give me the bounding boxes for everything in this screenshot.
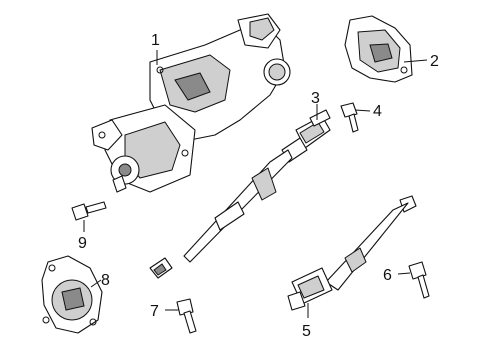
callout-5: 5 — [302, 323, 311, 340]
bolt-part-4 — [340, 102, 359, 133]
callout-labels: 1 2 3 4 5 6 7 8 9 — [78, 32, 439, 340]
bolt-part-9 — [71, 201, 107, 221]
callout-4: 4 — [373, 103, 382, 120]
bearing-plate — [41, 255, 103, 334]
lower-shaft — [287, 195, 417, 311]
callout-1: 1 — [151, 32, 160, 49]
callout-8: 8 — [101, 272, 110, 289]
callout-7: 7 — [150, 303, 159, 320]
callout-9: 9 — [78, 235, 87, 252]
intermediate-shaft — [149, 109, 331, 279]
steering-column-assembly — [91, 13, 291, 193]
leader-lines — [83, 50, 428, 318]
bolt-part-6 — [408, 261, 430, 299]
callout-3: 3 — [311, 90, 320, 107]
bolt-part-7 — [176, 298, 197, 334]
callout-6: 6 — [383, 267, 392, 284]
callout-2: 2 — [430, 53, 439, 70]
lock-housing — [344, 15, 413, 83]
